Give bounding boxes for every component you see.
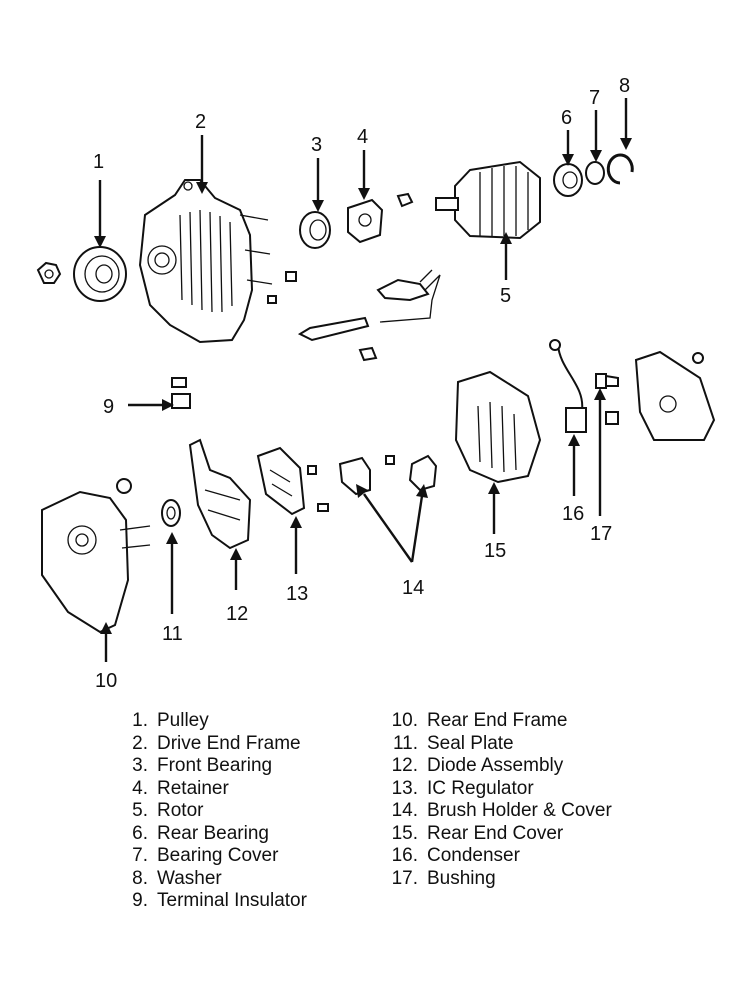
callout-12: 12	[226, 603, 248, 625]
legend-number: 16.	[391, 845, 418, 866]
legend-number: 12.	[391, 755, 418, 776]
callout-2: 2	[195, 111, 206, 133]
legend-number: 13.	[391, 777, 418, 799]
legend-item: 16. Condenser	[388, 845, 612, 868]
legend-item: 2. Drive End Frame	[126, 733, 307, 756]
legend-item: 14. Brush Holder & Cover	[388, 800, 612, 823]
legend-item: 9. Terminal Insulator	[126, 890, 307, 913]
legend-number: 10.	[391, 710, 418, 731]
legend-label: Drive End Frame	[157, 732, 301, 754]
legend-number: 8.	[132, 867, 148, 889]
callout-3: 3	[311, 134, 322, 156]
legend-number: 5.	[132, 800, 148, 821]
legend-label: IC Regulator	[427, 777, 534, 799]
callout-numbers: 1 2 3 4 5 6 7 8 9 10 11 12 13 14 15 16 1…	[93, 75, 630, 692]
legend-label: Condenser	[427, 845, 520, 866]
legend-label: Diode Assembly	[427, 755, 564, 776]
legend-number: 4.	[132, 777, 148, 799]
washer-part	[606, 153, 634, 185]
legend-label: Rear End Frame	[427, 710, 568, 731]
callout-10: 10	[95, 670, 117, 692]
rear-end-frame-part	[41, 478, 151, 634]
legend-label: Seal Plate	[427, 732, 514, 754]
diode-assembly-part	[188, 438, 252, 550]
legend-item: 17. Bushing	[388, 868, 612, 891]
callout-1: 1	[93, 151, 104, 173]
legend-label: Rear Bearing	[157, 822, 269, 844]
legend-item: 7. Bearing Cover	[126, 845, 307, 868]
legend-number: 7.	[132, 845, 148, 866]
legend-item: 8. Washer	[126, 868, 307, 891]
rear-end-cover-part	[454, 370, 542, 484]
legend-item: 3. Front Bearing	[126, 755, 307, 778]
callout-14: 14	[402, 577, 424, 599]
legend-item: 6. Rear Bearing	[126, 823, 307, 846]
legend-label: Bushing	[427, 867, 496, 889]
callout-8: 8	[619, 75, 630, 97]
legend-label: Bearing Cover	[157, 845, 279, 866]
legend-left-column: 1. Pulley 2. Drive End Frame 3. Front Beari…	[126, 710, 307, 913]
legend-label: Rear End Cover	[427, 822, 564, 844]
callout-6: 6	[561, 107, 572, 129]
legend-number: 11.	[392, 732, 418, 754]
legend-item: 4. Retainer	[126, 778, 307, 801]
terminal-insulator-part	[171, 377, 191, 409]
small-hardware	[267, 192, 414, 362]
retainer-part	[347, 198, 384, 244]
callout-9: 9	[103, 396, 114, 418]
seal-plate-part	[161, 499, 181, 527]
legend-item: 5. Rotor	[126, 800, 307, 823]
callout-11: 11	[162, 623, 183, 645]
pulley-part	[36, 246, 127, 302]
legend-number: 15.	[391, 822, 418, 844]
legend-label: Retainer	[157, 777, 229, 799]
legend-number: 6.	[132, 822, 148, 844]
legend-label: Front Bearing	[157, 755, 273, 776]
legend-item: 11. Seal Plate	[388, 733, 612, 756]
legend-number: 14.	[391, 800, 418, 821]
legend-item: 10. Rear End Frame	[388, 710, 612, 733]
legend-label: Rotor	[157, 800, 204, 821]
front-bearing-part	[299, 211, 331, 249]
drive-end-frame-part	[138, 179, 273, 344]
alternator-exploded-diagram: 1 2 3 4 5 6 7 8 9 10 11 12 13 14 15 16 1…	[36, 75, 716, 692]
legend-item: 15. Rear End Cover	[388, 823, 612, 846]
legend-item: 1. Pulley	[126, 710, 307, 733]
bushing-part	[595, 373, 619, 425]
legend-label: Terminal Insulator	[157, 890, 307, 911]
legend-number: 2.	[132, 732, 148, 754]
rear-bearing-part	[553, 163, 583, 197]
rotor-part	[435, 160, 541, 240]
callout-13: 13	[286, 583, 308, 605]
rear-bracket	[634, 350, 716, 441]
callout-15: 15	[484, 540, 506, 562]
callout-5: 5	[500, 285, 511, 307]
legend-number: 9.	[132, 890, 148, 911]
callout-7: 7	[589, 87, 600, 109]
legend-item: 12. Diode Assembly	[388, 755, 612, 778]
legend-label: Brush Holder & Cover	[427, 800, 612, 821]
legend-label: Washer	[157, 867, 222, 889]
legend-number: 3.	[132, 755, 148, 776]
ic-regulator-part	[256, 446, 329, 516]
callout-16: 16	[562, 503, 584, 525]
legend-number: 17.	[391, 867, 418, 889]
legend-number: 1.	[132, 710, 148, 731]
callout-17: 17	[590, 523, 612, 545]
legend-label: Pulley	[157, 710, 209, 731]
condenser-part	[549, 339, 587, 433]
legend-right-column: 10. Rear End Frame 11. Seal Plate 12. Diode…	[388, 710, 612, 890]
terminal-leads	[297, 269, 441, 342]
brush-holder-part	[338, 454, 438, 496]
bearing-cover-part	[585, 161, 605, 185]
callout-4: 4	[357, 126, 368, 148]
callout-arrows	[94, 98, 632, 662]
legend-item: 13. IC Regulator	[388, 778, 612, 801]
